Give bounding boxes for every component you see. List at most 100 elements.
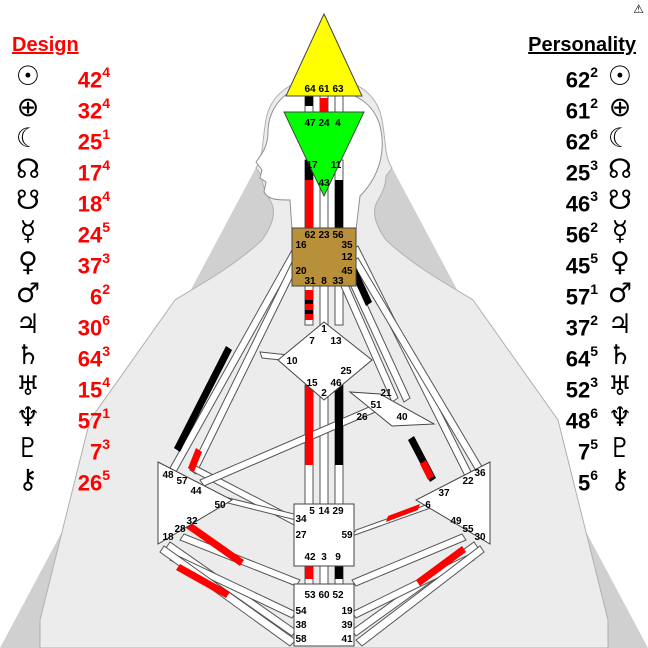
planet-row: ☿245 bbox=[10, 217, 110, 248]
mars-icon: ♂ bbox=[607, 278, 633, 309]
line-number: 3 bbox=[102, 342, 110, 359]
gate-label: 23 bbox=[318, 230, 330, 241]
gate-label: 56 bbox=[332, 230, 344, 241]
gate-number: 57 bbox=[77, 408, 103, 434]
gate-label: 32 bbox=[186, 516, 198, 527]
line-number: 5 bbox=[590, 342, 598, 359]
south-node-icon: ☋ bbox=[16, 185, 40, 216]
pluto-icon: ♇ bbox=[15, 433, 41, 464]
gate-number: 56 bbox=[565, 222, 591, 248]
warning-icon: ⚠ bbox=[633, 2, 644, 16]
gate-label: 49 bbox=[450, 516, 462, 527]
planet-row: 56⚷ bbox=[534, 464, 638, 496]
gate-label: 64 bbox=[304, 84, 316, 95]
earth-icon: ⊕ bbox=[608, 92, 632, 123]
line-number: 3 bbox=[590, 373, 598, 390]
pluto-icon: ♇ bbox=[607, 433, 633, 464]
gate-label: 34 bbox=[295, 514, 307, 525]
gate-number: 30 bbox=[77, 315, 103, 341]
planet-row: ♇73 bbox=[10, 433, 110, 465]
gate-value: 265 bbox=[46, 462, 110, 498]
earth-icon: ⊕ bbox=[16, 92, 40, 123]
channels bbox=[159, 95, 485, 647]
gate-value: 324 bbox=[46, 90, 110, 126]
south-node-icon: ☋ bbox=[608, 185, 632, 216]
line-number: 2 bbox=[102, 280, 110, 297]
gate-number: 61 bbox=[565, 98, 591, 124]
personality-title: Personality bbox=[528, 34, 636, 56]
line-number: 6 bbox=[590, 125, 598, 142]
gate-value: 306 bbox=[46, 307, 110, 343]
line-number: 3 bbox=[102, 249, 110, 266]
gate-label: 2 bbox=[321, 388, 327, 399]
gate-value: 562 bbox=[534, 214, 598, 250]
line-number: 3 bbox=[590, 187, 598, 204]
line-number: 2 bbox=[590, 218, 598, 235]
venus-icon: ♀ bbox=[18, 247, 38, 278]
line-number: 2 bbox=[590, 63, 598, 80]
chiron-icon: ⚷ bbox=[610, 464, 630, 495]
gate-label: 62 bbox=[304, 230, 316, 241]
line-number: 4 bbox=[102, 63, 110, 80]
gate-number: 18 bbox=[77, 191, 103, 217]
gate-label: 7 bbox=[309, 336, 315, 347]
heart-center bbox=[348, 391, 436, 427]
saturn-icon: ♄ bbox=[15, 340, 41, 371]
line-number: 1 bbox=[102, 404, 110, 421]
planet-row: ♀ 373 bbox=[10, 247, 110, 279]
gate-number: 25 bbox=[77, 129, 103, 155]
planet-row: ☾251 bbox=[10, 121, 110, 157]
gate-label: 40 bbox=[396, 412, 408, 423]
gate-label: 47 bbox=[304, 118, 316, 129]
gate-label: 1 bbox=[321, 324, 327, 335]
planet-row: 75♇ bbox=[534, 433, 638, 465]
line-number: 3 bbox=[102, 435, 110, 452]
gate-number: 32 bbox=[77, 98, 103, 124]
gate-value: 253 bbox=[534, 152, 598, 188]
mercury-icon: ☿ bbox=[611, 216, 629, 247]
gate-number: 57 bbox=[565, 284, 591, 310]
planet-row: ♆571 bbox=[10, 400, 110, 436]
gate-value: 612 bbox=[534, 90, 598, 126]
ajna-center bbox=[283, 111, 365, 198]
chiron-icon: ⚷ bbox=[18, 464, 38, 495]
gate-value: 571 bbox=[46, 400, 110, 436]
gate-label: 44 bbox=[190, 486, 202, 497]
moon-icon: ☾ bbox=[15, 123, 41, 154]
gate-label: 43 bbox=[318, 178, 330, 189]
gate-value: 184 bbox=[46, 183, 110, 219]
line-number: 2 bbox=[590, 94, 598, 111]
gate-label: 60 bbox=[318, 590, 330, 601]
gate-number: 15 bbox=[77, 377, 103, 403]
gate-number: 37 bbox=[77, 253, 103, 279]
gate-value: 251 bbox=[46, 121, 110, 157]
gate-number: 45 bbox=[565, 253, 591, 279]
planet-row: 253 ☊ bbox=[534, 152, 638, 188]
planet-row: 626☾ bbox=[534, 124, 638, 155]
north-node-icon: ☊ bbox=[608, 154, 632, 185]
line-number: 5 bbox=[102, 466, 110, 483]
gate-label: 12 bbox=[341, 252, 353, 263]
line-number: 6 bbox=[590, 404, 598, 421]
planet-row: 455♀ bbox=[534, 248, 638, 279]
uranus-icon: ♅ bbox=[15, 371, 41, 402]
gate-value: 643 bbox=[46, 338, 110, 374]
gate-value: 622 bbox=[534, 59, 598, 95]
line-number: 5 bbox=[102, 218, 110, 235]
line-number: 3 bbox=[590, 156, 598, 173]
gate-label: 3 bbox=[321, 552, 327, 563]
planet-row: ⚷ 265 bbox=[10, 462, 110, 498]
gate-label: 41 bbox=[341, 634, 353, 645]
gate-number: 64 bbox=[565, 346, 591, 372]
planet-row: ♄643 bbox=[10, 338, 110, 374]
gate-label: 39 bbox=[341, 620, 353, 631]
planet-row: 612 ⊕ bbox=[534, 90, 638, 126]
planet-row: ♂62 bbox=[10, 278, 110, 310]
line-number: 4 bbox=[102, 156, 110, 173]
gate-label: 30 bbox=[474, 532, 486, 543]
gate-value: 463 bbox=[534, 183, 598, 219]
gate-label: 57 bbox=[176, 476, 188, 487]
head-center bbox=[285, 12, 363, 97]
mars-icon: ♂ bbox=[15, 278, 41, 309]
